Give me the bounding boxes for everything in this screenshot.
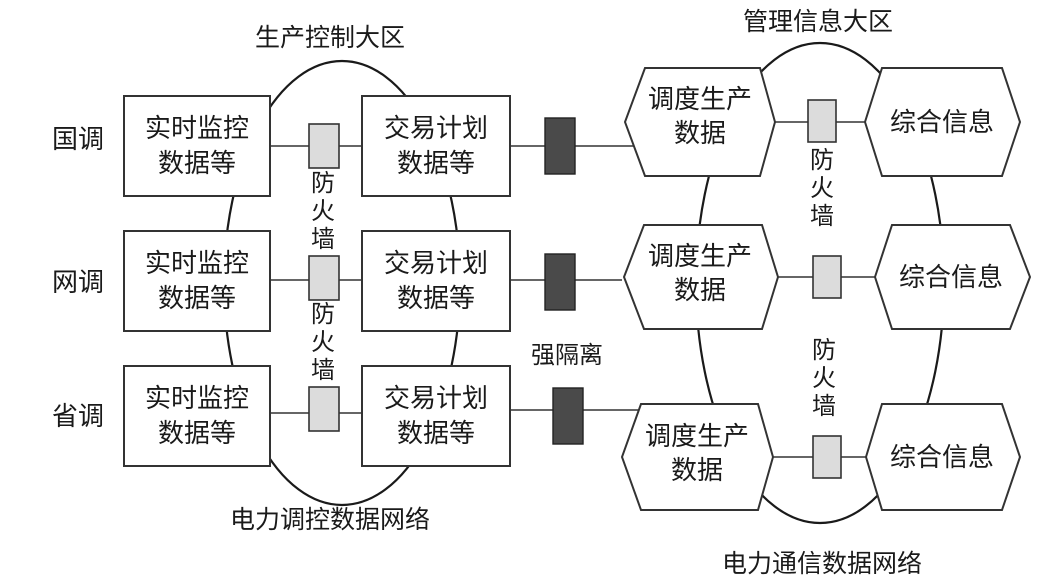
- firewall-icon: [308, 386, 340, 432]
- svg-text:实时监控: 实时监控: [145, 114, 249, 144]
- level-label: 国调: [52, 125, 104, 155]
- row-provincial: 省调 实时监控 数据等 交易计划 数据等 调度生产 数据 综合信息: [52, 365, 1022, 511]
- firewall-icon: [308, 123, 340, 169]
- general-info-hexagon: [864, 403, 1022, 511]
- trade-plan-box: [361, 230, 511, 332]
- firewall-label-right-2: 防 火 墙: [812, 336, 836, 420]
- firewall-icon: [812, 435, 842, 479]
- svg-text:数据等: 数据等: [158, 149, 236, 179]
- svg-text:调度生产: 调度生产: [645, 422, 749, 452]
- management-zone-title: 管理信息大区: [743, 7, 893, 36]
- svg-text:实时监控: 实时监控: [145, 249, 249, 279]
- firewall-icon: [308, 255, 340, 301]
- svg-text:综合信息: 综合信息: [899, 263, 1003, 293]
- svg-text:火: 火: [810, 174, 834, 202]
- svg-text:调度生产: 调度生产: [648, 85, 752, 115]
- svg-text:火: 火: [812, 364, 836, 392]
- isolation-device-icon: [552, 387, 584, 445]
- firewall-label-left-1: 防 火 墙: [311, 169, 335, 253]
- svg-text:综合信息: 综合信息: [890, 443, 994, 473]
- realtime-monitor-box: [123, 230, 271, 332]
- svg-text:火: 火: [311, 197, 335, 225]
- svg-text:墙: 墙: [311, 225, 335, 253]
- svg-text:交易计划: 交易计划: [384, 249, 488, 279]
- general-info-hexagon: [863, 67, 1022, 177]
- dispatch-data-hexagon: [620, 403, 775, 511]
- dispatch-data-hexagon: [622, 224, 780, 330]
- row-regional: 网调 实时监控 数据等 交易计划 数据等 调度生产 数据 综合信息: [52, 224, 1032, 332]
- isolation-device-icon: [544, 117, 576, 175]
- strong-isolation-label: 强隔离: [531, 341, 603, 369]
- level-label: 省调: [52, 402, 104, 432]
- svg-text:防: 防: [812, 336, 836, 364]
- svg-text:墙: 墙: [810, 202, 834, 230]
- communication-network-title: 电力通信数据网络: [722, 549, 922, 578]
- svg-text:实时监控: 实时监控: [145, 384, 249, 414]
- svg-text:墙: 墙: [812, 392, 836, 420]
- dispatch-data-hexagon: [623, 67, 777, 177]
- svg-text:综合信息: 综合信息: [890, 108, 994, 138]
- svg-text:数据等: 数据等: [158, 419, 236, 449]
- firewall-label-left-2: 防 火 墙: [311, 300, 335, 384]
- svg-text:防: 防: [810, 146, 834, 174]
- firewall-icon: [812, 255, 842, 299]
- general-info-hexagon: [873, 224, 1032, 330]
- svg-text:数据等: 数据等: [397, 419, 475, 449]
- svg-text:火: 火: [311, 328, 335, 356]
- svg-text:数据等: 数据等: [397, 284, 475, 314]
- svg-text:调度生产: 调度生产: [648, 242, 752, 272]
- svg-text:数据: 数据: [674, 276, 726, 306]
- level-label: 网调: [52, 268, 104, 298]
- svg-text:数据等: 数据等: [397, 149, 475, 179]
- trade-plan-box: [361, 365, 511, 467]
- dispatch-network-title: 电力调控数据网络: [230, 505, 430, 534]
- svg-text:防: 防: [311, 300, 335, 328]
- isolation-device-icon: [544, 253, 576, 311]
- svg-text:数据: 数据: [671, 456, 723, 486]
- svg-text:数据等: 数据等: [158, 284, 236, 314]
- svg-text:交易计划: 交易计划: [384, 114, 488, 144]
- realtime-monitor-box: [123, 365, 271, 467]
- svg-text:交易计划: 交易计划: [384, 384, 488, 414]
- svg-text:数据: 数据: [674, 119, 726, 149]
- firewall-label-right-1: 防 火 墙: [810, 146, 834, 230]
- svg-text:防: 防: [311, 169, 335, 197]
- production-zone-title: 生产控制大区: [255, 23, 405, 52]
- firewall-icon: [807, 99, 837, 143]
- trade-plan-box: [361, 95, 511, 197]
- realtime-monitor-box: [123, 95, 271, 197]
- svg-text:墙: 墙: [311, 356, 335, 384]
- row-national: 国调 实时监控 数据等 交易计划 数据等 调度生产 数据 综合信息: [52, 67, 1022, 197]
